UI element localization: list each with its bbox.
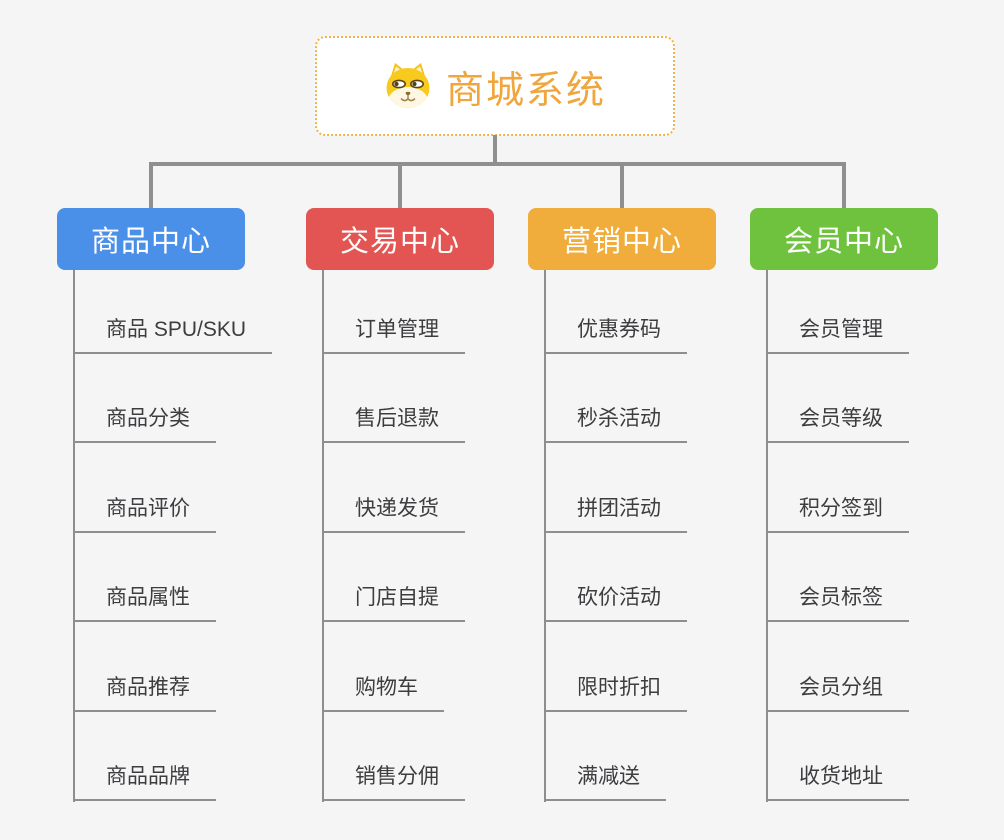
- connector-drop-marketing: [620, 162, 624, 208]
- mindmap-item[interactable]: 积分签到: [766, 443, 909, 533]
- mindmap-item[interactable]: 会员等级: [766, 354, 909, 443]
- mindmap-item[interactable]: 限时折扣: [544, 622, 687, 712]
- mindmap-item[interactable]: 商品属性: [73, 533, 216, 622]
- mindmap-item-label: 砍价活动: [577, 586, 661, 609]
- branch-line-member-center: [766, 270, 768, 802]
- connector-drop-member: [842, 162, 846, 208]
- branch-column-trade-center: 交易中心 订单管理售后退款快递发货门店自提购物车销售分佣: [306, 0, 556, 840]
- branch-line-trade-center: [322, 270, 324, 802]
- branch-column-marketing-center: 营销中心 优惠券码秒杀活动拼团活动砍价活动限时折扣满减送: [528, 0, 778, 840]
- branch-column-member-center: 会员中心 会员管理会员等级积分签到会员标签会员分组收货地址: [750, 0, 1000, 840]
- mindmap-item-label: 商品 SPU/SKU: [106, 317, 247, 341]
- mindmap-item[interactable]: 商品 SPU/SKU: [73, 264, 273, 354]
- mindmap-item-label: 限时折扣: [577, 675, 661, 699]
- mindmap-item[interactable]: 会员管理: [766, 264, 909, 354]
- mindmap-item-label: 会员等级: [799, 407, 883, 430]
- mindmap-item[interactable]: 满减送: [544, 712, 666, 801]
- mindmap-item-label: 收货地址: [799, 765, 883, 788]
- connector-drop-product: [149, 162, 153, 208]
- mindmap-item-label: 拼团活动: [577, 496, 661, 520]
- mindmap-item-label: 商品评价: [106, 496, 190, 520]
- root-node[interactable]: 商城系统: [315, 36, 675, 136]
- connector-root-vertical: [493, 135, 497, 165]
- mindmap-item-label: 商品品牌: [106, 765, 190, 788]
- mindmap-item-label: 快递发货: [355, 496, 439, 520]
- mindmap-item-label: 订单管理: [355, 317, 439, 341]
- branch-box-member-center[interactable]: 会员中心: [750, 208, 938, 270]
- mindmap-item-label: 商品属性: [106, 586, 190, 609]
- branch-box-marketing-center[interactable]: 营销中心: [528, 208, 716, 270]
- mindmap-item-label: 商品推荐: [106, 675, 190, 699]
- branch-box-trade-center[interactable]: 交易中心: [306, 208, 494, 270]
- branch-items-marketing-center: 优惠券码秒杀活动拼团活动砍价活动限时折扣满减送: [544, 264, 687, 801]
- mindmap-item[interactable]: 售后退款: [322, 354, 465, 443]
- mindmap-item-label: 销售分佣: [355, 765, 439, 788]
- mindmap-item-label: 优惠券码: [577, 317, 661, 341]
- branch-line-marketing-center: [544, 270, 546, 802]
- mindmap-item[interactable]: 会员分组: [766, 622, 909, 712]
- root-title: 商城系统: [445, 69, 606, 112]
- mindmap-item[interactable]: 会员标签: [766, 533, 909, 622]
- connector-horizontal-bus: [149, 162, 846, 166]
- mindmap-item-label: 购物车: [355, 675, 418, 699]
- mindmap-item[interactable]: 门店自提: [322, 533, 465, 622]
- mindmap-item-label: 会员标签: [799, 586, 883, 609]
- branch-items-trade-center: 订单管理售后退款快递发货门店自提购物车销售分佣: [322, 264, 465, 801]
- branch-column-product-center: 商品中心 商品 SPU/SKU 商品分类商品评价商品属性商品推荐商品品牌: [57, 0, 307, 840]
- mindmap-item[interactable]: 订单管理: [322, 264, 465, 354]
- mindmap-item[interactable]: 拼团活动: [544, 443, 687, 533]
- mindmap-item[interactable]: 优惠券码: [544, 264, 687, 354]
- mindmap-item-label: 满减送: [577, 765, 640, 788]
- mindmap-item[interactable]: 砍价活动: [544, 533, 687, 622]
- mindmap-item[interactable]: 商品推荐: [73, 622, 216, 712]
- mindmap-item[interactable]: 秒杀活动: [544, 354, 687, 443]
- mindmap-item-label: 会员分组: [799, 675, 883, 699]
- mindmap-item[interactable]: 商品评价: [73, 443, 216, 533]
- mindmap-item[interactable]: 快递发货: [322, 443, 465, 533]
- mindmap-item[interactable]: 商品品牌: [73, 712, 216, 801]
- mindmap-item-label: 售后退款: [355, 407, 439, 430]
- mindmap-item-label: 积分签到: [799, 496, 883, 520]
- mindmap-item[interactable]: 购物车: [322, 622, 444, 712]
- branch-items-product-center: 商品 SPU/SKU 商品分类商品评价商品属性商品推荐商品品牌: [73, 264, 273, 801]
- branch-items-member-center: 会员管理会员等级积分签到会员标签会员分组收货地址: [766, 264, 909, 801]
- mindmap-item[interactable]: 销售分佣: [322, 712, 465, 801]
- mindmap-item[interactable]: 收货地址: [766, 712, 909, 801]
- mindmap-item-label: 门店自提: [355, 586, 439, 609]
- branch-line-product-center: [73, 270, 75, 802]
- dog-face-icon: [386, 63, 430, 108]
- branch-box-product-center[interactable]: 商品中心: [57, 208, 245, 270]
- mindmap-item[interactable]: 商品分类: [73, 354, 216, 443]
- mindmap-item-label: 商品分类: [106, 407, 190, 430]
- connector-drop-trade: [398, 162, 402, 208]
- mindmap-item-label: 秒杀活动: [577, 407, 661, 430]
- mindmap-item-label: 会员管理: [799, 317, 883, 341]
